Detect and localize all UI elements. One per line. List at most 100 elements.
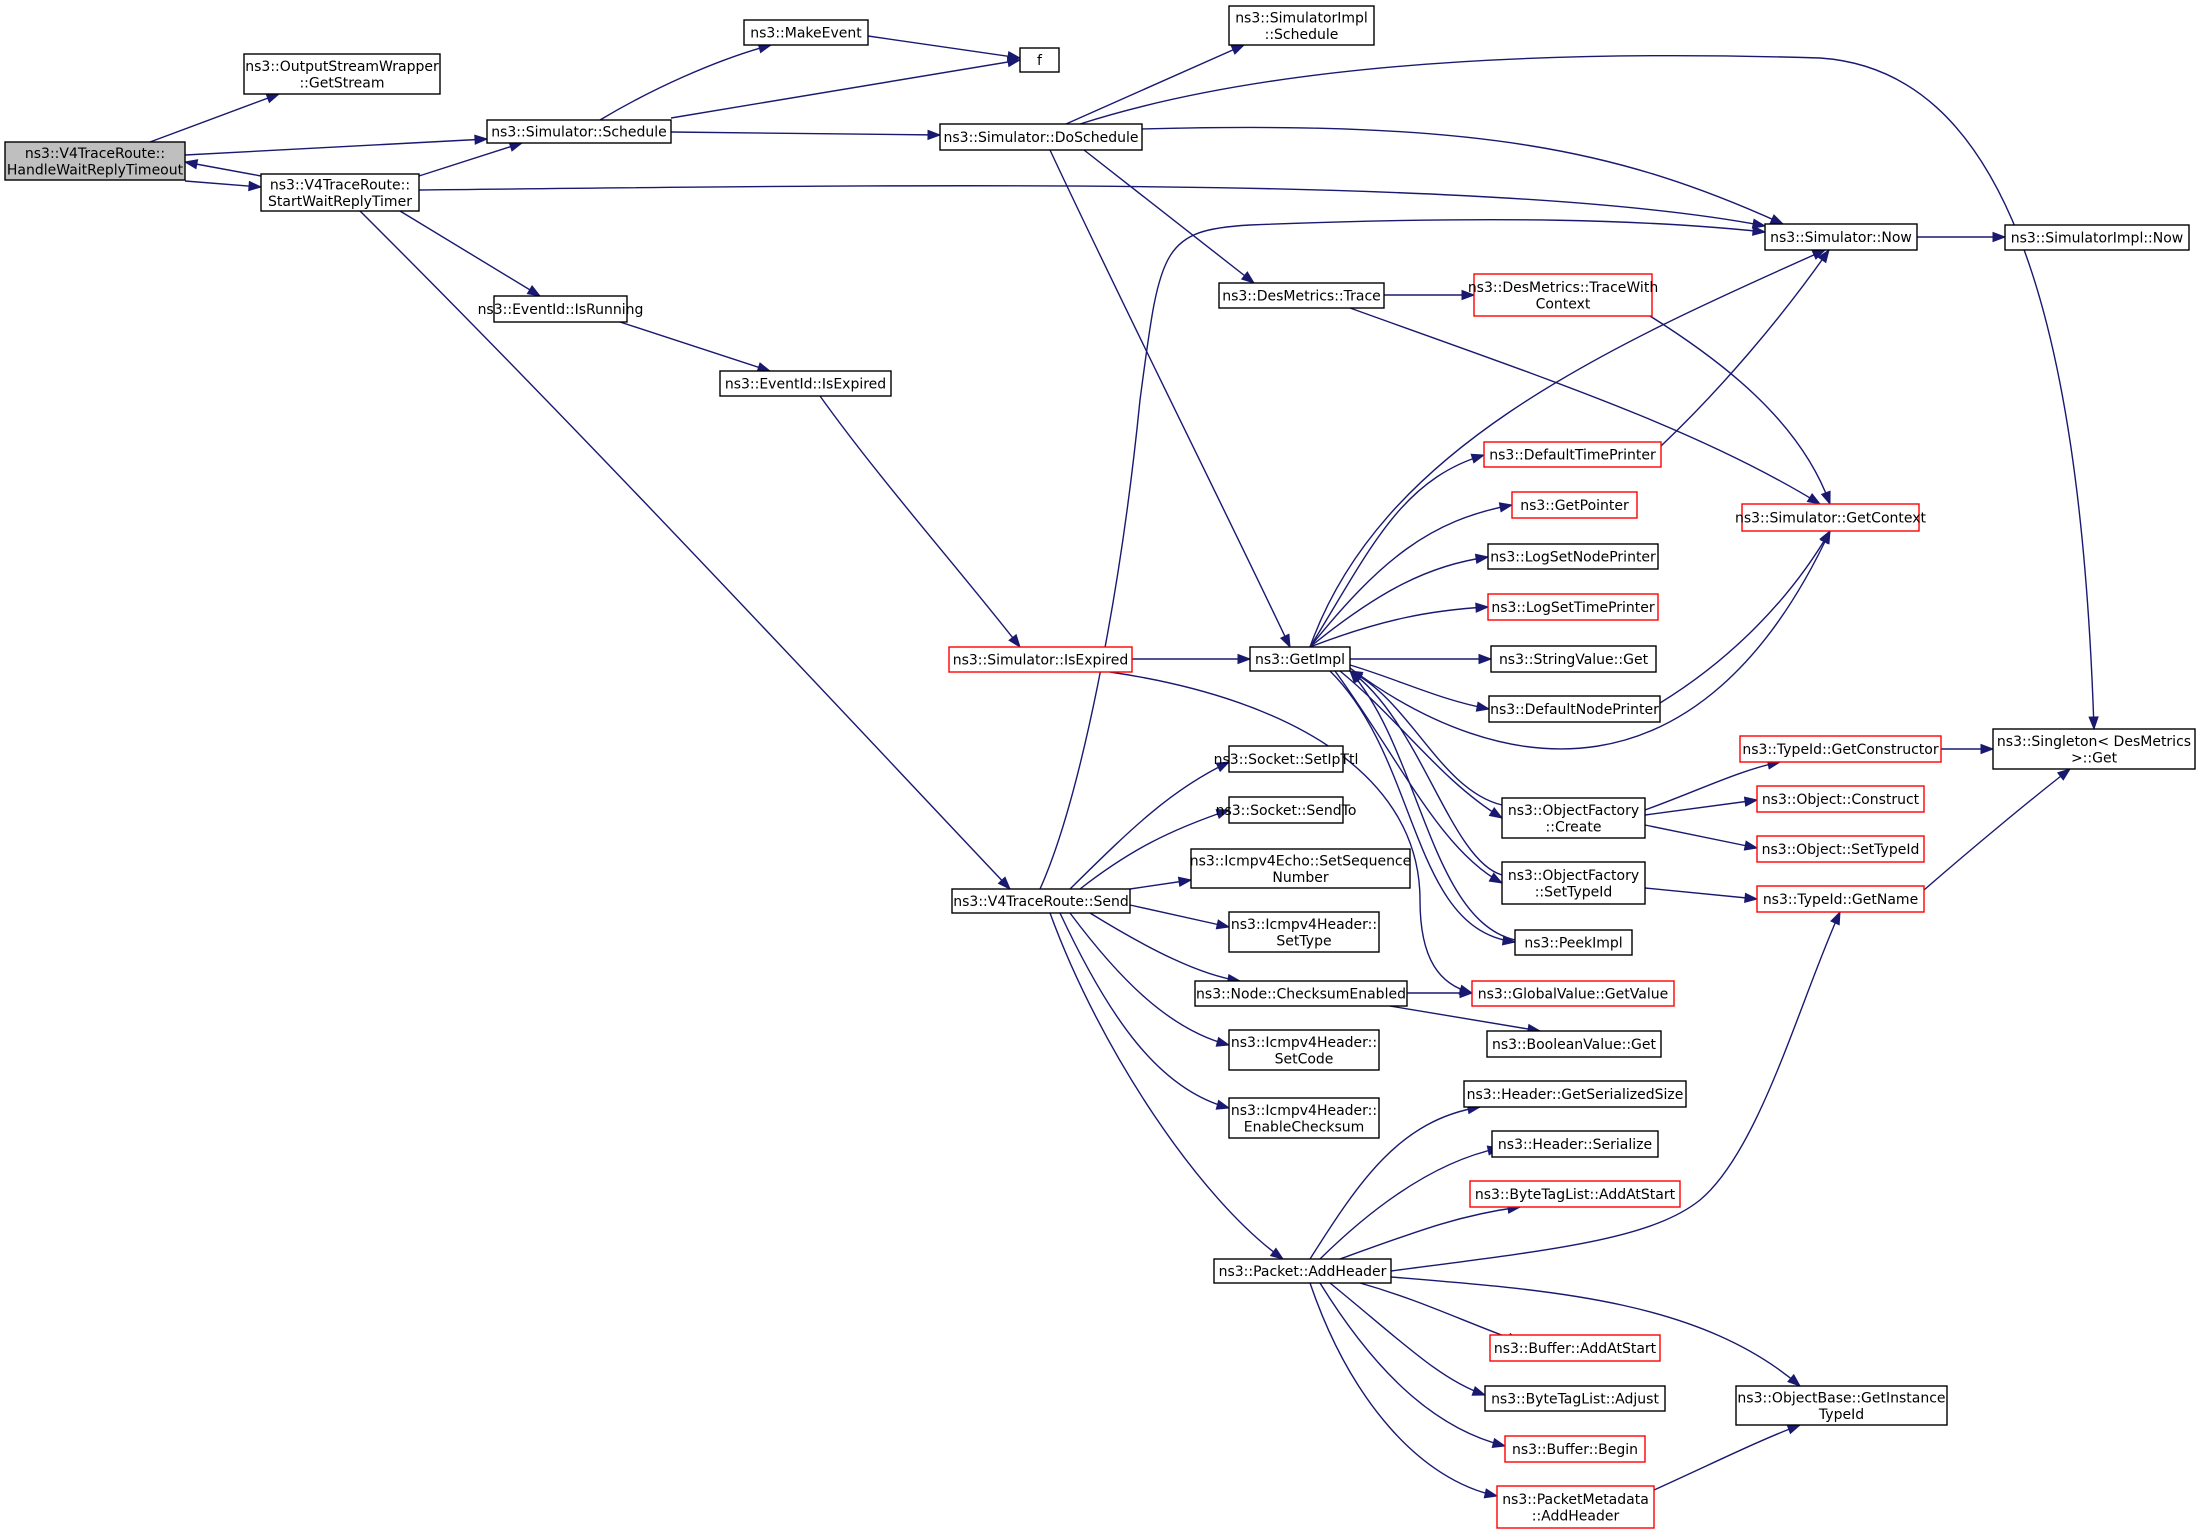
- edge-line: [1079, 809, 1230, 890]
- node-root[interactable]: ns3::V4TraceRoute::HandleWaitReplyTimeou…: [4, 141, 186, 181]
- node-objsettype[interactable]: ns3::Object::SetTypeId: [1756, 835, 1925, 863]
- arrowhead: [1751, 218, 1767, 229]
- edge-line: [1390, 911, 1841, 1272]
- edge-send-to-setcode: [1069, 912, 1231, 1047]
- node-implnow[interactable]: ns3::SimulatorImpl::Now: [2004, 224, 2190, 251]
- node-box: [1473, 273, 1653, 317]
- edge-line: [418, 185, 1766, 227]
- arrowhead: [1237, 653, 1252, 665]
- node-simimplsched[interactable]: ns3::SimulatorImpl::Schedule: [1228, 5, 1375, 46]
- arrowhead: [265, 93, 281, 104]
- node-simexpired[interactable]: ns3::Simulator::IsExpired: [948, 646, 1133, 673]
- edge-cksum-to-boolget: [1389, 1005, 1542, 1035]
- node-setcode[interactable]: ns3::Icmpv4Header::SetCode: [1228, 1029, 1380, 1071]
- edge-line: [149, 93, 280, 143]
- node-lognode[interactable]: ns3::LogSetNodePrinter: [1487, 543, 1659, 570]
- node-btladdstart[interactable]: ns3::ByteTagList::AddAtStart: [1469, 1180, 1681, 1208]
- node-boolget[interactable]: ns3::BooleanValue::Get: [1486, 1030, 1662, 1058]
- edge-makeevent-to-f: [867, 35, 1022, 62]
- node-ofcreate[interactable]: ns3::ObjectFactory::Create: [1501, 797, 1646, 839]
- node-box: [1489, 1334, 1661, 1362]
- node-bufaddstart[interactable]: ns3::Buffer::AddAtStart: [1489, 1334, 1661, 1362]
- node-evexpired[interactable]: ns3::EventId::IsExpired: [719, 370, 892, 397]
- edge-line: [1349, 664, 1490, 710]
- node-box: [1194, 980, 1408, 1007]
- node-destrace[interactable]: ns3::DesMetrics::Trace: [1218, 282, 1385, 309]
- edge-line: [1349, 670, 1503, 876]
- node-singleton[interactable]: ns3::Singleton< DesMetrics>::Get: [1992, 728, 2196, 770]
- node-label: ns3::Object::Construct: [1762, 792, 1920, 808]
- edge-line: [1049, 912, 1284, 1260]
- node-deftime[interactable]: ns3::DefaultTimePrinter: [1483, 441, 1662, 468]
- node-hdrser[interactable]: ns3::Header::Serialize: [1491, 1130, 1659, 1158]
- node-gvget[interactable]: ns3::GlobalValue::GetValue: [1471, 980, 1675, 1007]
- edge-line: [1359, 1282, 1521, 1343]
- node-box: [1756, 835, 1925, 863]
- node-getptr[interactable]: ns3::GetPointer: [1511, 491, 1638, 519]
- edge-line: [1309, 504, 1513, 648]
- node-now[interactable]: ns3::Simulator::Now: [1764, 223, 1918, 251]
- node-getimpl[interactable]: ns3::GetImpl: [1249, 646, 1351, 672]
- node-box: [1756, 885, 1925, 913]
- arrowhead: [526, 285, 542, 297]
- arrowhead: [1752, 225, 1767, 236]
- edge-line: [1141, 126, 1784, 225]
- node-label: ns3::DefaultTimePrinter: [1489, 448, 1656, 464]
- node-objconstruct[interactable]: ns3::Object::Construct: [1756, 785, 1925, 813]
- node-sched[interactable]: ns3::Simulator::Schedule: [486, 119, 672, 144]
- node-btladjust[interactable]: ns3::ByteTagList::Adjust: [1484, 1385, 1666, 1412]
- node-getstream[interactable]: ns3::OutputStreamWrapper::GetStream: [243, 53, 441, 95]
- edge-line: [1334, 670, 1503, 884]
- node-tidname[interactable]: ns3::TypeId::GetName: [1756, 885, 1925, 913]
- node-sendto[interactable]: ns3::Socket::SendTo: [1216, 796, 1357, 824]
- node-getctx[interactable]: ns3::Simulator::GetContext: [1735, 503, 1927, 532]
- node-hdrsize[interactable]: ns3::Header::GetSerializedSize: [1463, 1080, 1687, 1108]
- node-label: ns3::Packet::AddHeader: [1219, 1264, 1387, 1280]
- node-label: ns3::V4TraceRoute::Send: [953, 894, 1128, 910]
- arrowhead: [1744, 892, 1759, 903]
- node-setipttl[interactable]: ns3::Socket::SetIpTtl: [1214, 745, 1359, 773]
- node-label: ns3::TypeId::GetConstructor: [1742, 742, 1938, 758]
- node-pmaddheader[interactable]: ns3::PacketMetadata::AddHeader: [1496, 1485, 1655, 1529]
- node-tidctor[interactable]: ns3::TypeId::GetConstructor: [1739, 735, 1942, 763]
- node-startwait[interactable]: ns3::V4TraceRoute::StartWaitReplyTimer: [260, 173, 420, 212]
- node-cksum[interactable]: ns3::Node::ChecksumEnabled: [1194, 980, 1408, 1007]
- node-isrunning[interactable]: ns3::EventId::IsRunning: [478, 295, 644, 323]
- edge-sched-to-f: [670, 56, 1022, 119]
- edge-addheader-to-btladdstart: [1339, 1203, 1522, 1260]
- node-enablecksum[interactable]: ns3::Icmpv4Header::EnableChecksum: [1228, 1097, 1380, 1139]
- node-f[interactable]: f: [1019, 47, 1060, 73]
- node-defnode[interactable]: ns3::DefaultNodePrinter: [1488, 695, 1661, 723]
- edge-send-to-now: [1039, 218, 1767, 890]
- node-settype[interactable]: ns3::Icmpv4Header::SetType: [1228, 911, 1380, 953]
- node-box: [1218, 282, 1385, 309]
- edge-doschedule-to-singleton: [1079, 54, 2099, 731]
- edge-send-to-settype: [1129, 904, 1231, 930]
- node-label: SetType: [1276, 933, 1331, 949]
- arrowhead: [1461, 289, 1476, 301]
- edge-line: [1644, 824, 1758, 849]
- node-send[interactable]: ns3::V4TraceRoute::Send: [951, 888, 1131, 914]
- node-peekimpl[interactable]: ns3::PeekImpl: [1514, 929, 1633, 956]
- node-strget[interactable]: ns3::StringValue::Get: [1490, 645, 1657, 673]
- arrowhead: [1008, 633, 1021, 649]
- edge-doschedule-to-getimpl: [1049, 149, 1291, 649]
- arrowhead: [1830, 910, 1841, 926]
- node-box: [1487, 543, 1659, 570]
- edge-ofcreate-to-objsettype: [1644, 824, 1759, 851]
- arrowhead: [1269, 1247, 1285, 1260]
- node-label: ns3::DefaultNodePrinter: [1490, 702, 1659, 718]
- node-doschedule[interactable]: ns3::Simulator::DoSchedule: [939, 123, 1143, 151]
- node-ofsettype[interactable]: ns3::ObjectFactory::SetTypeId: [1501, 861, 1646, 905]
- node-logtime[interactable]: ns3::LogSetTimePrinter: [1487, 593, 1659, 621]
- edge-destrace-to-getctx: [1349, 307, 1822, 505]
- node-makeevent[interactable]: ns3::MakeEvent: [743, 19, 869, 46]
- node-bufbegin[interactable]: ns3::Buffer::Begin: [1504, 1435, 1646, 1463]
- edge-cksum-to-gvget: [1407, 987, 1474, 999]
- node-addheader[interactable]: ns3::Packet::AddHeader: [1213, 1258, 1392, 1284]
- edge-doschedule-to-now: [1141, 126, 1785, 225]
